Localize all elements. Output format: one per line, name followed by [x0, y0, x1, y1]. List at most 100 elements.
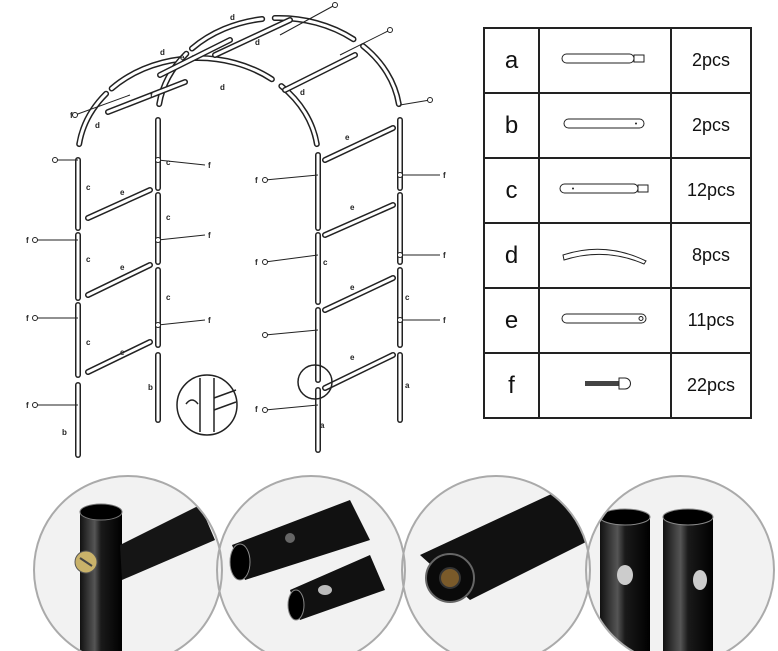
part-count: 2pcs	[670, 92, 752, 159]
diagram-label-c: c	[86, 255, 91, 264]
diagram-label-f: f	[255, 258, 258, 267]
screw-f-icon	[72, 94, 131, 118]
diagram-label-e: e	[350, 283, 355, 292]
diagram-label-e: e	[120, 348, 125, 357]
diagram-label-c: c	[405, 293, 410, 302]
part-row-b: b 2pcs	[483, 92, 752, 159]
diagram-label-a: a	[405, 381, 410, 390]
part-letter: b	[483, 92, 540, 159]
part-letter: c	[483, 157, 540, 224]
diagram-label-b: b	[62, 428, 67, 437]
diagram-label-b: b	[148, 383, 153, 392]
diagram-label-f: f	[26, 314, 29, 323]
screw-f-icon	[32, 237, 78, 243]
screw-f-icon	[155, 234, 206, 243]
crossbar-tube-icon	[538, 287, 672, 354]
part-row-a: a 2pcs	[483, 27, 752, 94]
diagram-label-c: c	[166, 293, 171, 302]
back-arch-tube	[188, 15, 266, 52]
diagram-label-e: e	[350, 203, 355, 212]
screw-f-icon	[397, 172, 440, 178]
part-letter: d	[483, 222, 540, 289]
part-count: 12pcs	[670, 157, 752, 224]
diagram-label-d: d	[95, 121, 100, 130]
detail-photos	[33, 475, 775, 651]
diagram-label-d: d	[300, 88, 305, 97]
crossbar-tube	[212, 17, 293, 58]
diagram-label-c: c	[166, 158, 171, 167]
photo-screw-joint	[34, 476, 222, 651]
diagram-label-e: e	[180, 53, 185, 62]
screw-f-icon	[397, 252, 440, 258]
crossbar-tube	[322, 202, 396, 238]
screw-f-icon	[339, 27, 393, 56]
crossbar-tube	[85, 339, 153, 375]
diagram-label-f: f	[26, 236, 29, 245]
back-arch-tube	[271, 15, 357, 43]
photo-tube-ends	[217, 476, 405, 651]
diagram-label-f: f	[208, 231, 211, 240]
diagram-label-d: d	[160, 48, 165, 57]
diagram-label-d: d	[220, 83, 225, 92]
part-row-d: d 8pcs	[483, 222, 752, 289]
diagram-label-f: f	[26, 401, 29, 410]
diagram-label-e: e	[120, 188, 125, 197]
tube-with-hole-and-stub-icon	[538, 157, 672, 224]
joint-magnifier-right	[297, 364, 333, 400]
part-row-c: c 12pcs	[483, 157, 752, 224]
crossbar-tube	[157, 37, 233, 78]
short-tube-with-hole-icon	[538, 92, 672, 159]
crossbar-tube	[85, 262, 153, 298]
part-row-e: e 11pcs	[483, 287, 752, 354]
back-arch-tube	[156, 50, 190, 108]
front-arch-tube	[190, 55, 275, 83]
diagram-label-f: f	[443, 316, 446, 325]
front-arch-tube	[76, 90, 110, 148]
diagram-label-e: e	[350, 353, 355, 362]
diagram-label-a: a	[320, 421, 325, 430]
screw-f-icon	[262, 404, 319, 413]
part-count: 11pcs	[670, 287, 752, 354]
crossbar-tube	[282, 52, 358, 93]
joint-magnifier-left	[176, 374, 238, 436]
diagram-label-c: c	[166, 213, 171, 222]
diagram-label-f: f	[208, 316, 211, 325]
part-count: 8pcs	[670, 222, 752, 289]
diagram-label-c: c	[86, 338, 91, 347]
screw-f-icon	[52, 157, 78, 163]
diagram-label-f: f	[208, 161, 211, 170]
diagram-label-f: f	[255, 405, 258, 414]
part-letter: e	[483, 287, 540, 354]
back-arch-tube	[360, 43, 402, 108]
screw-f-icon	[155, 319, 206, 328]
screw-f-icon	[399, 97, 433, 106]
screw-f-icon	[155, 157, 206, 166]
diagram-label-c: c	[86, 183, 91, 192]
crossbar-tube	[85, 187, 153, 221]
screw-f-icon	[397, 317, 440, 323]
screw-f-icon	[279, 2, 338, 36]
diagram-label-d: d	[230, 13, 235, 22]
diagram-label-f: f	[443, 171, 446, 180]
diagram-label-f: f	[255, 176, 258, 185]
part-letter: a	[483, 27, 540, 94]
screw-f-icon	[262, 329, 319, 338]
crossbar-tube	[322, 125, 396, 163]
screw-f-icon	[32, 315, 78, 321]
crossbar-tube	[105, 79, 188, 115]
long-tube-with-stub-icon	[538, 27, 672, 94]
crossbar-tube	[322, 275, 396, 313]
photo-threaded-end	[402, 476, 590, 651]
curved-tube-icon	[538, 222, 672, 289]
screw-f-icon	[32, 402, 78, 408]
screw-f-icon	[262, 254, 319, 265]
crossbar-tube	[322, 352, 396, 391]
part-count: 22pcs	[670, 352, 752, 419]
diagram-label-c: c	[323, 258, 328, 267]
diagram-label-e: e	[120, 263, 125, 272]
part-row-f: f 22pcs	[483, 352, 752, 419]
diagram-label-d: d	[255, 38, 260, 47]
diagram-label-e: e	[345, 133, 350, 142]
